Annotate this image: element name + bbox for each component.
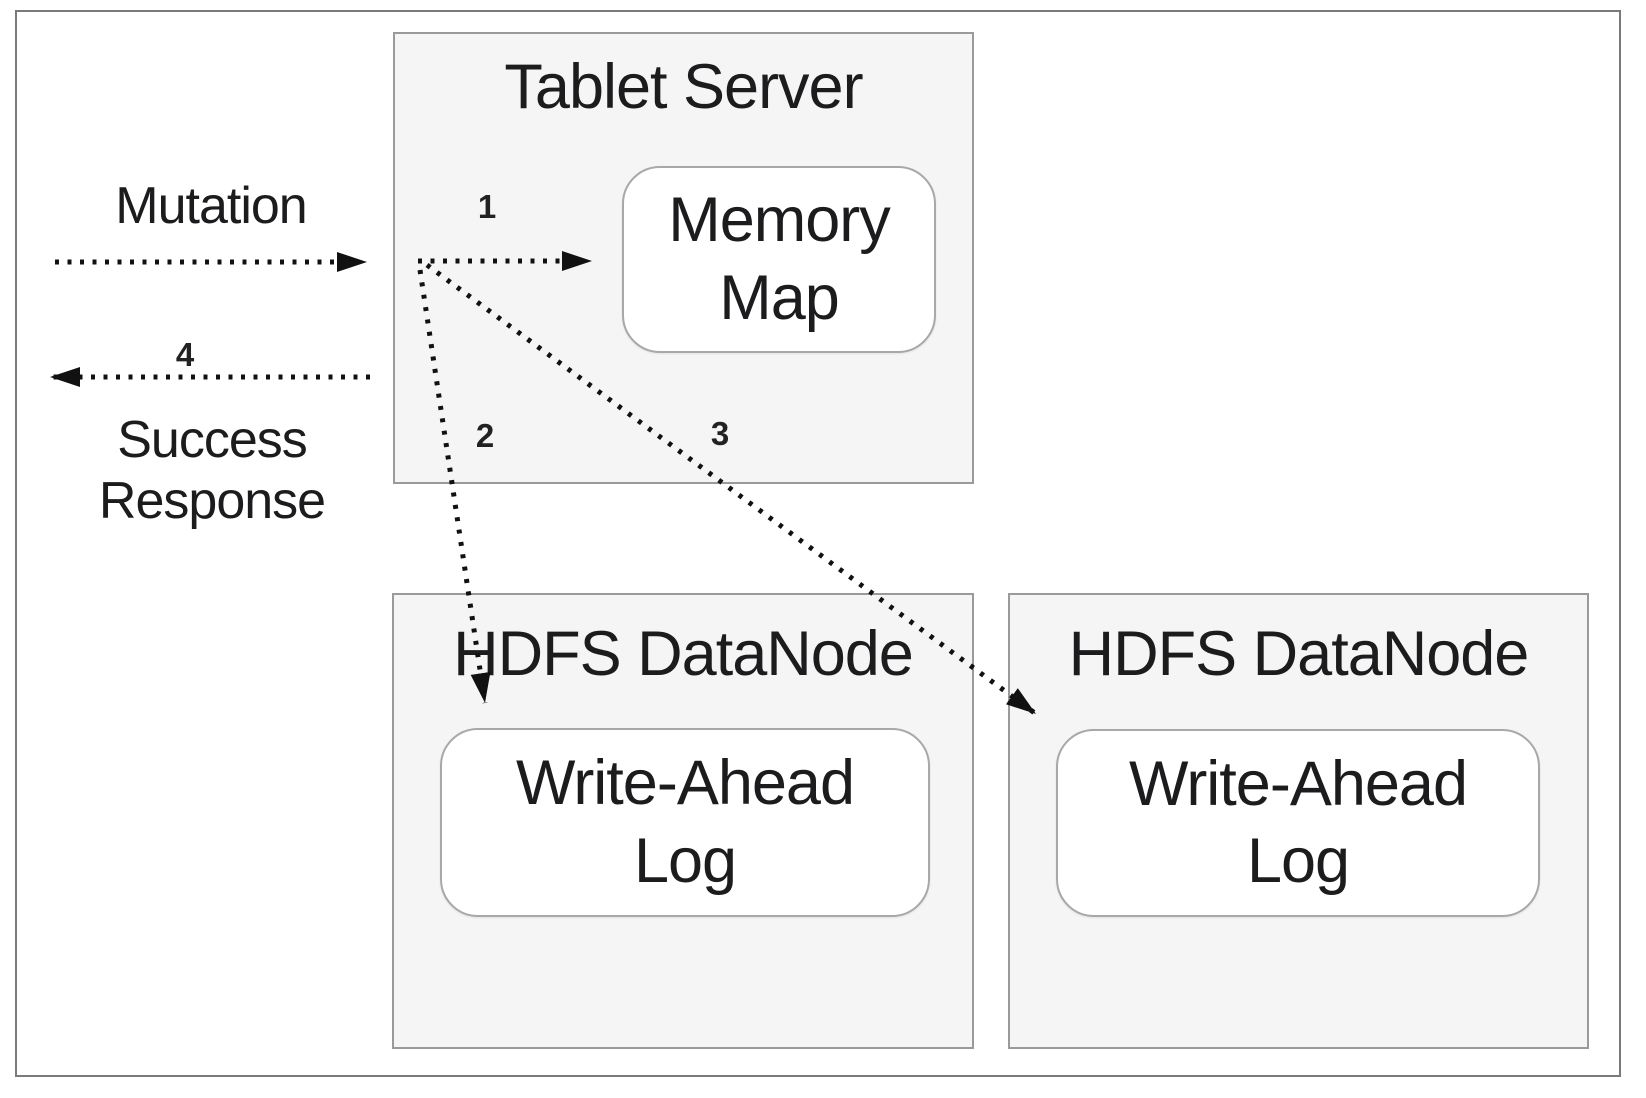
tablet-server-title: Tablet Server [504, 52, 863, 122]
memory-map-label-line2: Map [719, 262, 840, 333]
wal-right-label-line1: Write-Ahead [1129, 748, 1468, 819]
hdfs-datanode-right-title: HDFS DataNode [1068, 619, 1530, 689]
hdfs-datanode-left-title: HDFS DataNode [453, 619, 914, 689]
memory-map-box: Memory Map [622, 166, 936, 353]
write-ahead-log-box-right: Write-Ahead Log [1056, 729, 1540, 917]
step-number-2: 2 [475, 417, 495, 454]
wal-left-label-line2: Log [633, 825, 737, 896]
success-label-line1: Success [117, 411, 308, 469]
step-number-4: 4 [175, 336, 195, 373]
step-number-1: 1 [477, 188, 497, 225]
memory-map-label-line1: Memory [668, 185, 891, 256]
step-number-3: 3 [710, 415, 730, 452]
wal-right-label-line2: Log [1246, 826, 1350, 896]
mutation-label: Mutation [115, 177, 307, 235]
success-response-label: Success Response [62, 410, 362, 533]
success-label-line2: Response [98, 472, 326, 531]
wal-left-label-line1: Write-Ahead [516, 748, 855, 819]
outer-frame [15, 10, 1621, 1077]
write-ahead-log-box-left: Write-Ahead Log [440, 728, 930, 917]
